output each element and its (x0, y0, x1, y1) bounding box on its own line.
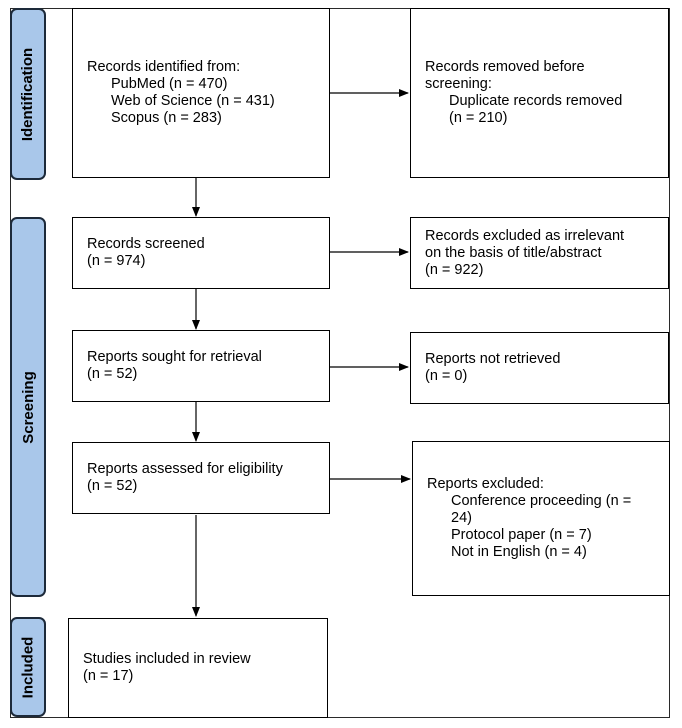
records-screened-label: Records screened (87, 236, 205, 252)
not-english-excluded: Not in English (n = 4) (451, 544, 587, 560)
conference-excluded-line2: 24) (451, 510, 472, 526)
reports-sought-count: (n = 52) (87, 366, 138, 382)
reports-excluded-heading: Reports excluded: (427, 476, 544, 492)
records-removed-line1: Records removed before (425, 59, 585, 75)
records-removed-box: Records removed before screening: Duplic… (410, 8, 669, 178)
records-identified-heading: Records identified from: (87, 59, 241, 75)
phase-included: Included (10, 617, 46, 717)
duplicates-count: (n = 210) (449, 110, 508, 126)
wos-count: Web of Science (n = 431) (111, 93, 275, 109)
studies-included-box: Studies included in review (n = 17) (68, 618, 328, 718)
phase-screening: Screening (10, 217, 46, 597)
duplicates-label: Duplicate records removed (449, 93, 623, 109)
reports-sought-box: Reports sought for retrieval (n = 52) (72, 330, 330, 402)
reports-assessed-count: (n = 52) (87, 478, 138, 494)
studies-included-count: (n = 17) (83, 668, 134, 684)
reports-not-retrieved-count: (n = 0) (425, 368, 468, 384)
pubmed-count: PubMed (n = 470) (111, 76, 228, 92)
scopus-count: Scopus (n = 283) (111, 110, 222, 126)
records-removed-line2: screening: (425, 76, 492, 92)
records-excluded-line1: Records excluded as irrelevant (425, 227, 625, 244)
reports-assessed-box: Reports assessed for eligibility (n = 52… (72, 442, 330, 514)
records-screened-count: (n = 974) (87, 253, 146, 269)
phase-identification: Identification (10, 8, 46, 180)
reports-not-retrieved-box: Reports not retrieved (n = 0) (410, 332, 669, 404)
records-excluded-box: Records excluded as irrelevant on the ba… (410, 217, 669, 289)
reports-sought-label: Reports sought for retrieval (87, 349, 262, 365)
reports-assessed-label: Reports assessed for eligibility (87, 461, 283, 477)
records-excluded-line2: on the basis of title/abstract (425, 244, 602, 261)
records-screened-box: Records screened (n = 974) (72, 217, 330, 289)
records-identified-box: Records identified from: PubMed (n = 470… (72, 8, 330, 178)
reports-not-retrieved-label: Reports not retrieved (425, 351, 561, 367)
protocol-excluded: Protocol paper (n = 7) (451, 527, 592, 543)
conference-excluded-line1: Conference proceeding (n = (451, 493, 632, 509)
records-excluded-count: (n = 922) (425, 261, 484, 278)
studies-included-label: Studies included in review (83, 651, 251, 667)
reports-excluded-box: Reports excluded: Conference proceeding … (412, 441, 670, 596)
